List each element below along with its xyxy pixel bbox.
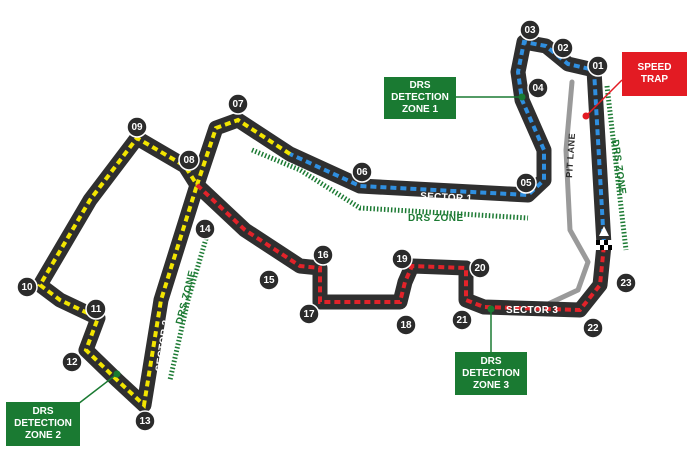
drs-detection-zone-1-line-3: ZONE 1 [401,104,439,115]
drs-detection-zone-2-line-3: ZONE 2 [24,430,62,441]
turn-badge-circle [298,303,320,325]
turn-badge-05: 05 [515,172,537,194]
turn-badge-16: 16 [312,244,334,266]
turn-number: 03 [524,25,536,36]
turn-number: 11 [91,304,102,315]
drs-detection-zone-3-line-2: DETECTION [462,367,520,379]
turn-badge-18: 18 [395,314,417,336]
turn-badge-circle [469,257,491,279]
turn-number: 05 [520,178,532,189]
turn-badge-circle [194,218,216,240]
turn-badge-08: 08 [178,149,200,171]
drs-detection-zone-3-box: DRS DETECTION ZONE 3 [455,352,527,395]
turn-number: 16 [317,250,329,261]
drs-detection-zone-3-line-1: DRS [480,355,502,367]
turn-badges: 01 02 03 04 05 06 07 08 09 10 11 12 13 14 15 16 17 18 19 20… [16,19,637,432]
turn-badge-21: 21 [451,309,473,331]
drs-zone-label-2: DRS ZONE [609,139,628,196]
turn-badge-circle [552,37,574,59]
turn-number: 22 [587,323,599,334]
turn-badge-circle [16,276,38,298]
turn-badge-circle [519,19,541,41]
turn-badge-circle [395,314,417,336]
turn-badge-11: 11 [85,298,107,320]
turn-badge-circle [258,269,280,291]
turn-number: 06 [356,167,368,178]
turn-number: 09 [131,122,143,133]
turn-badge-15: 15 [258,269,280,291]
turn-badge-20: 20 [469,257,491,279]
turn-number: 07 [232,99,244,110]
sector-3-line [195,183,606,313]
drs-detection-zone-2-box: DRS DETECTION ZONE 2 [6,402,80,446]
turn-badge-07: 07 [227,93,249,115]
turn-badge-02: 02 [552,37,574,59]
turn-badge-circle [587,55,609,77]
turn-badge-23: 23 [615,272,637,294]
turn-badge-01: 01 [587,55,609,77]
turn-badge-circle [227,93,249,115]
turn-badge-22: 22 [582,317,604,339]
callout-lines [77,79,623,405]
turn-badge-12: 12 [61,351,83,373]
turn-badge-circle [85,298,107,320]
turn-badge-17: 17 [298,303,320,325]
drs-zone-label-1: DRS ZONE [408,213,464,224]
turn-badge-circle [312,244,334,266]
turn-badge-19: 19 [391,248,413,270]
turn-number: 02 [557,43,569,54]
turn-number: 01 [592,61,604,72]
turn-badge-06: 06 [351,161,373,183]
sector-3-label: SECTOR 3 [506,305,558,316]
sector-1-label: SECTOR 1 [420,191,473,205]
turn-number: 08 [183,155,195,166]
turn-badge-circle [126,116,148,138]
turn-badge-circle [527,77,549,99]
drs-zone-markers [167,85,629,381]
speed-trap-line-1: SPEED [637,62,672,73]
drs-detection-zone-1-line-2: DETECTION [391,92,449,103]
turn-number: 19 [396,254,408,265]
drs-detection-zone-2-line-1: DRS [32,406,54,417]
drs-zone-label-3: DRS ZONE [174,269,198,326]
sector-2-line [37,117,292,410]
turn-badge-circle [515,172,537,194]
turn-number: 20 [474,263,486,274]
turn-number: 04 [532,83,544,94]
turn-number: 13 [139,416,151,427]
pit-lane [545,79,591,307]
turn-badge-03: 03 [519,19,541,41]
turn-number: 23 [620,278,632,289]
callout-dots [113,93,590,378]
turn-number: 12 [66,357,78,368]
turn-number: 15 [263,275,275,286]
turn-badge-circle [451,309,473,331]
turn-badge-circle [582,317,604,339]
pit-lane-label: PIT LANE [564,133,577,179]
drs-detection-zone-1-line-1: DRS [409,80,431,91]
turn-badge-14: 14 [194,218,216,240]
turn-number: 10 [21,282,33,293]
turn-number: 18 [400,320,412,331]
turn-number: 21 [456,315,468,326]
turn-badge-circle [351,161,373,183]
speed-trap-line-2: TRAP [640,74,669,85]
turn-badge-circle [134,410,156,432]
turn-badge-circle [61,351,83,373]
start-finish-line [596,226,612,250]
turn-badge-09: 09 [126,116,148,138]
turn-number: 17 [303,309,315,320]
drs-detection-zone-3-line-3: ZONE 3 [472,379,510,391]
drs-detection-zone-1-box: DRS DETECTION ZONE 1 [384,77,456,119]
turn-badge-04: 04 [527,77,549,99]
turn-badge-circle [391,248,413,270]
turn-badge-10: 10 [16,276,38,298]
turn-badge-circle [178,149,200,171]
drs-detection-zone-2-line-2: DETECTION [14,418,72,429]
turn-badge-circle [615,272,637,294]
turn-badge-13: 13 [134,410,156,432]
speed-trap-box: SPEED TRAP [622,52,687,96]
turn-number: 14 [199,224,211,235]
